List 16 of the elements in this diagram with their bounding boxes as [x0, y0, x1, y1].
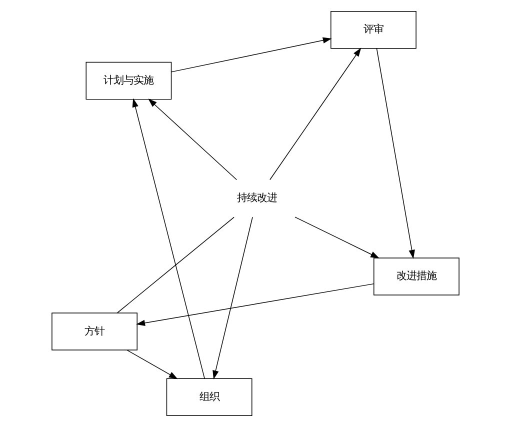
arrow — [132, 98, 205, 379]
node-text: 持续改进 — [237, 192, 278, 204]
node-box: 方针 — [52, 312, 138, 350]
arrow — [212, 216, 253, 380]
arrow — [294, 216, 380, 258]
node-box: 计划与实施 — [86, 62, 172, 100]
arrow — [136, 283, 374, 326]
arrow — [126, 350, 178, 380]
arrow — [148, 98, 238, 180]
node-box: 组织 — [166, 378, 252, 416]
node-box: 评审 — [330, 10, 416, 49]
arrow — [376, 48, 415, 259]
arrow — [270, 48, 362, 180]
node-box: 改进措施 — [374, 258, 460, 296]
arrow — [170, 37, 332, 72]
connector — [116, 216, 234, 314]
